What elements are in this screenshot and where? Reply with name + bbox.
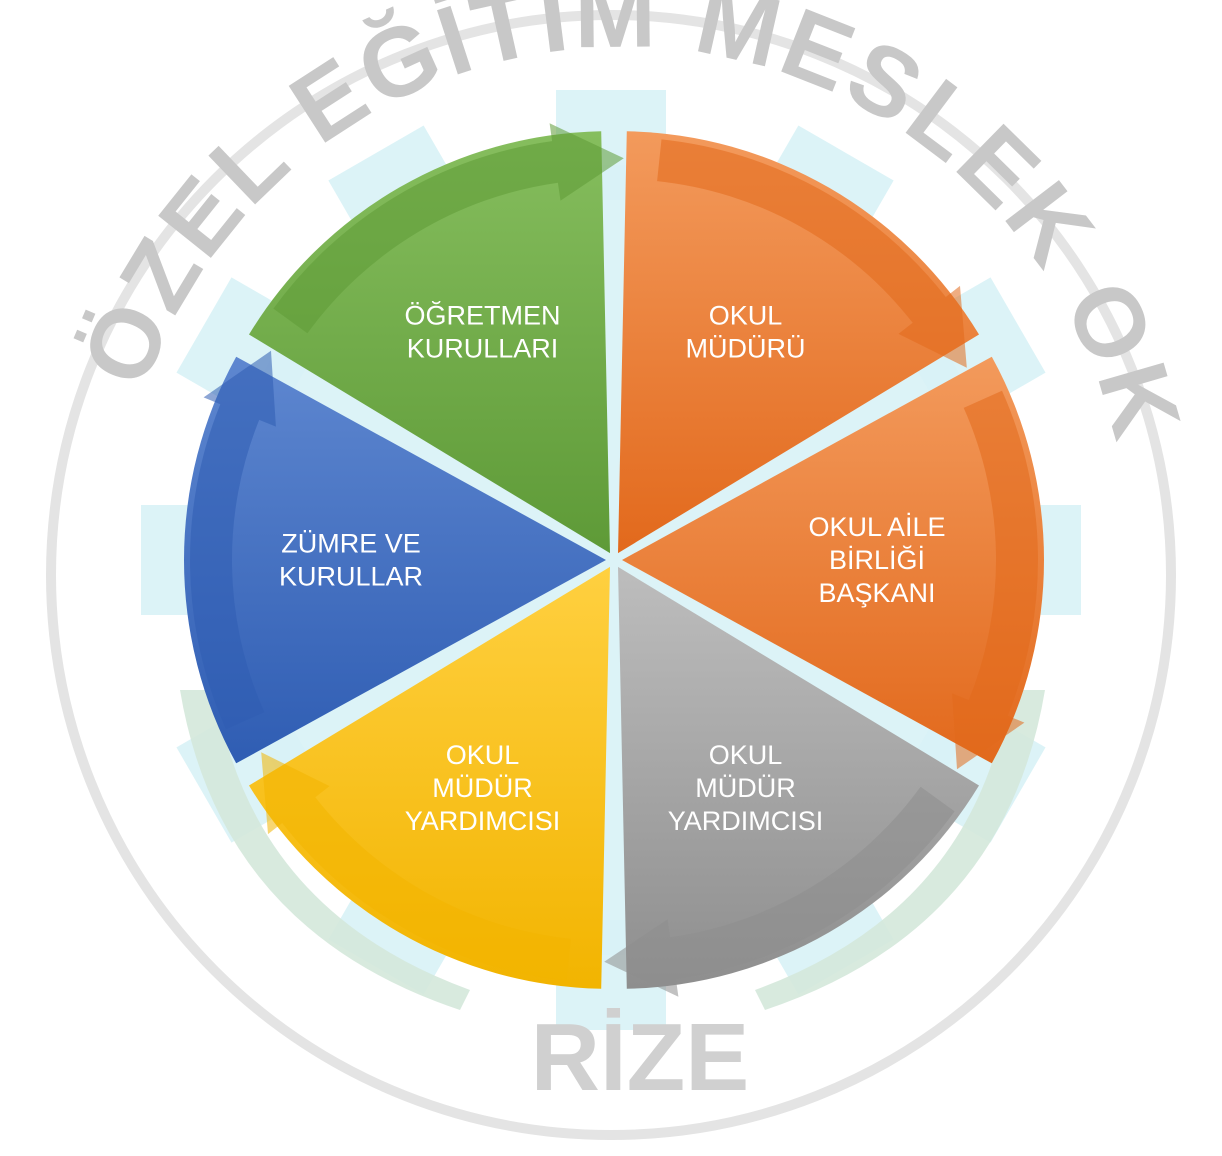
segment-label-line: YARDIMCISI: [668, 806, 824, 836]
segment-label-line: MÜDÜR: [695, 773, 796, 803]
segment-wedge: [622, 356, 1044, 764]
wreath-left-icon: [180, 690, 470, 1010]
segment-wedge: [184, 356, 606, 764]
segment-label-line: ÖĞRETMEN: [404, 300, 560, 331]
segment-label-line: OKUL: [709, 740, 783, 770]
cycle-arrow-icon: [190, 350, 276, 730]
segment-label-line: MÜDÜR: [432, 773, 533, 803]
segment-label-line: ZÜMRE VE: [281, 529, 421, 559]
segment-label-line: OKUL AİLE: [808, 511, 945, 542]
segment-label-line: OKUL: [709, 301, 783, 331]
segment-label-line: YARDIMCISI: [405, 806, 561, 836]
cycle-arrow-icon: [273, 123, 624, 334]
segment-wedge: [618, 131, 979, 554]
seal-bottom-text: RİZE: [531, 1004, 750, 1111]
segment-wedge: [249, 131, 610, 554]
segment-label-line: KURULLAR: [279, 562, 423, 592]
cycle-arrow-icon: [952, 390, 1038, 770]
segment-label-line: OKUL: [446, 740, 520, 770]
segment-label-line: KURULLARI: [407, 334, 559, 364]
seal-outer-ring: [46, 10, 1176, 1140]
cycle-arrow-icon: [604, 786, 955, 997]
segment-label-line: BAŞKANI: [818, 578, 935, 608]
segment-wedge: [618, 566, 979, 989]
segment-label-line: BİRLİĞİ: [829, 544, 925, 575]
cycle-arrow-icon: [657, 139, 967, 368]
cycle-arrow-icon: [261, 752, 571, 981]
segment-wedge: [249, 566, 610, 989]
segment-label-line: MÜDÜRÜ: [686, 334, 806, 364]
